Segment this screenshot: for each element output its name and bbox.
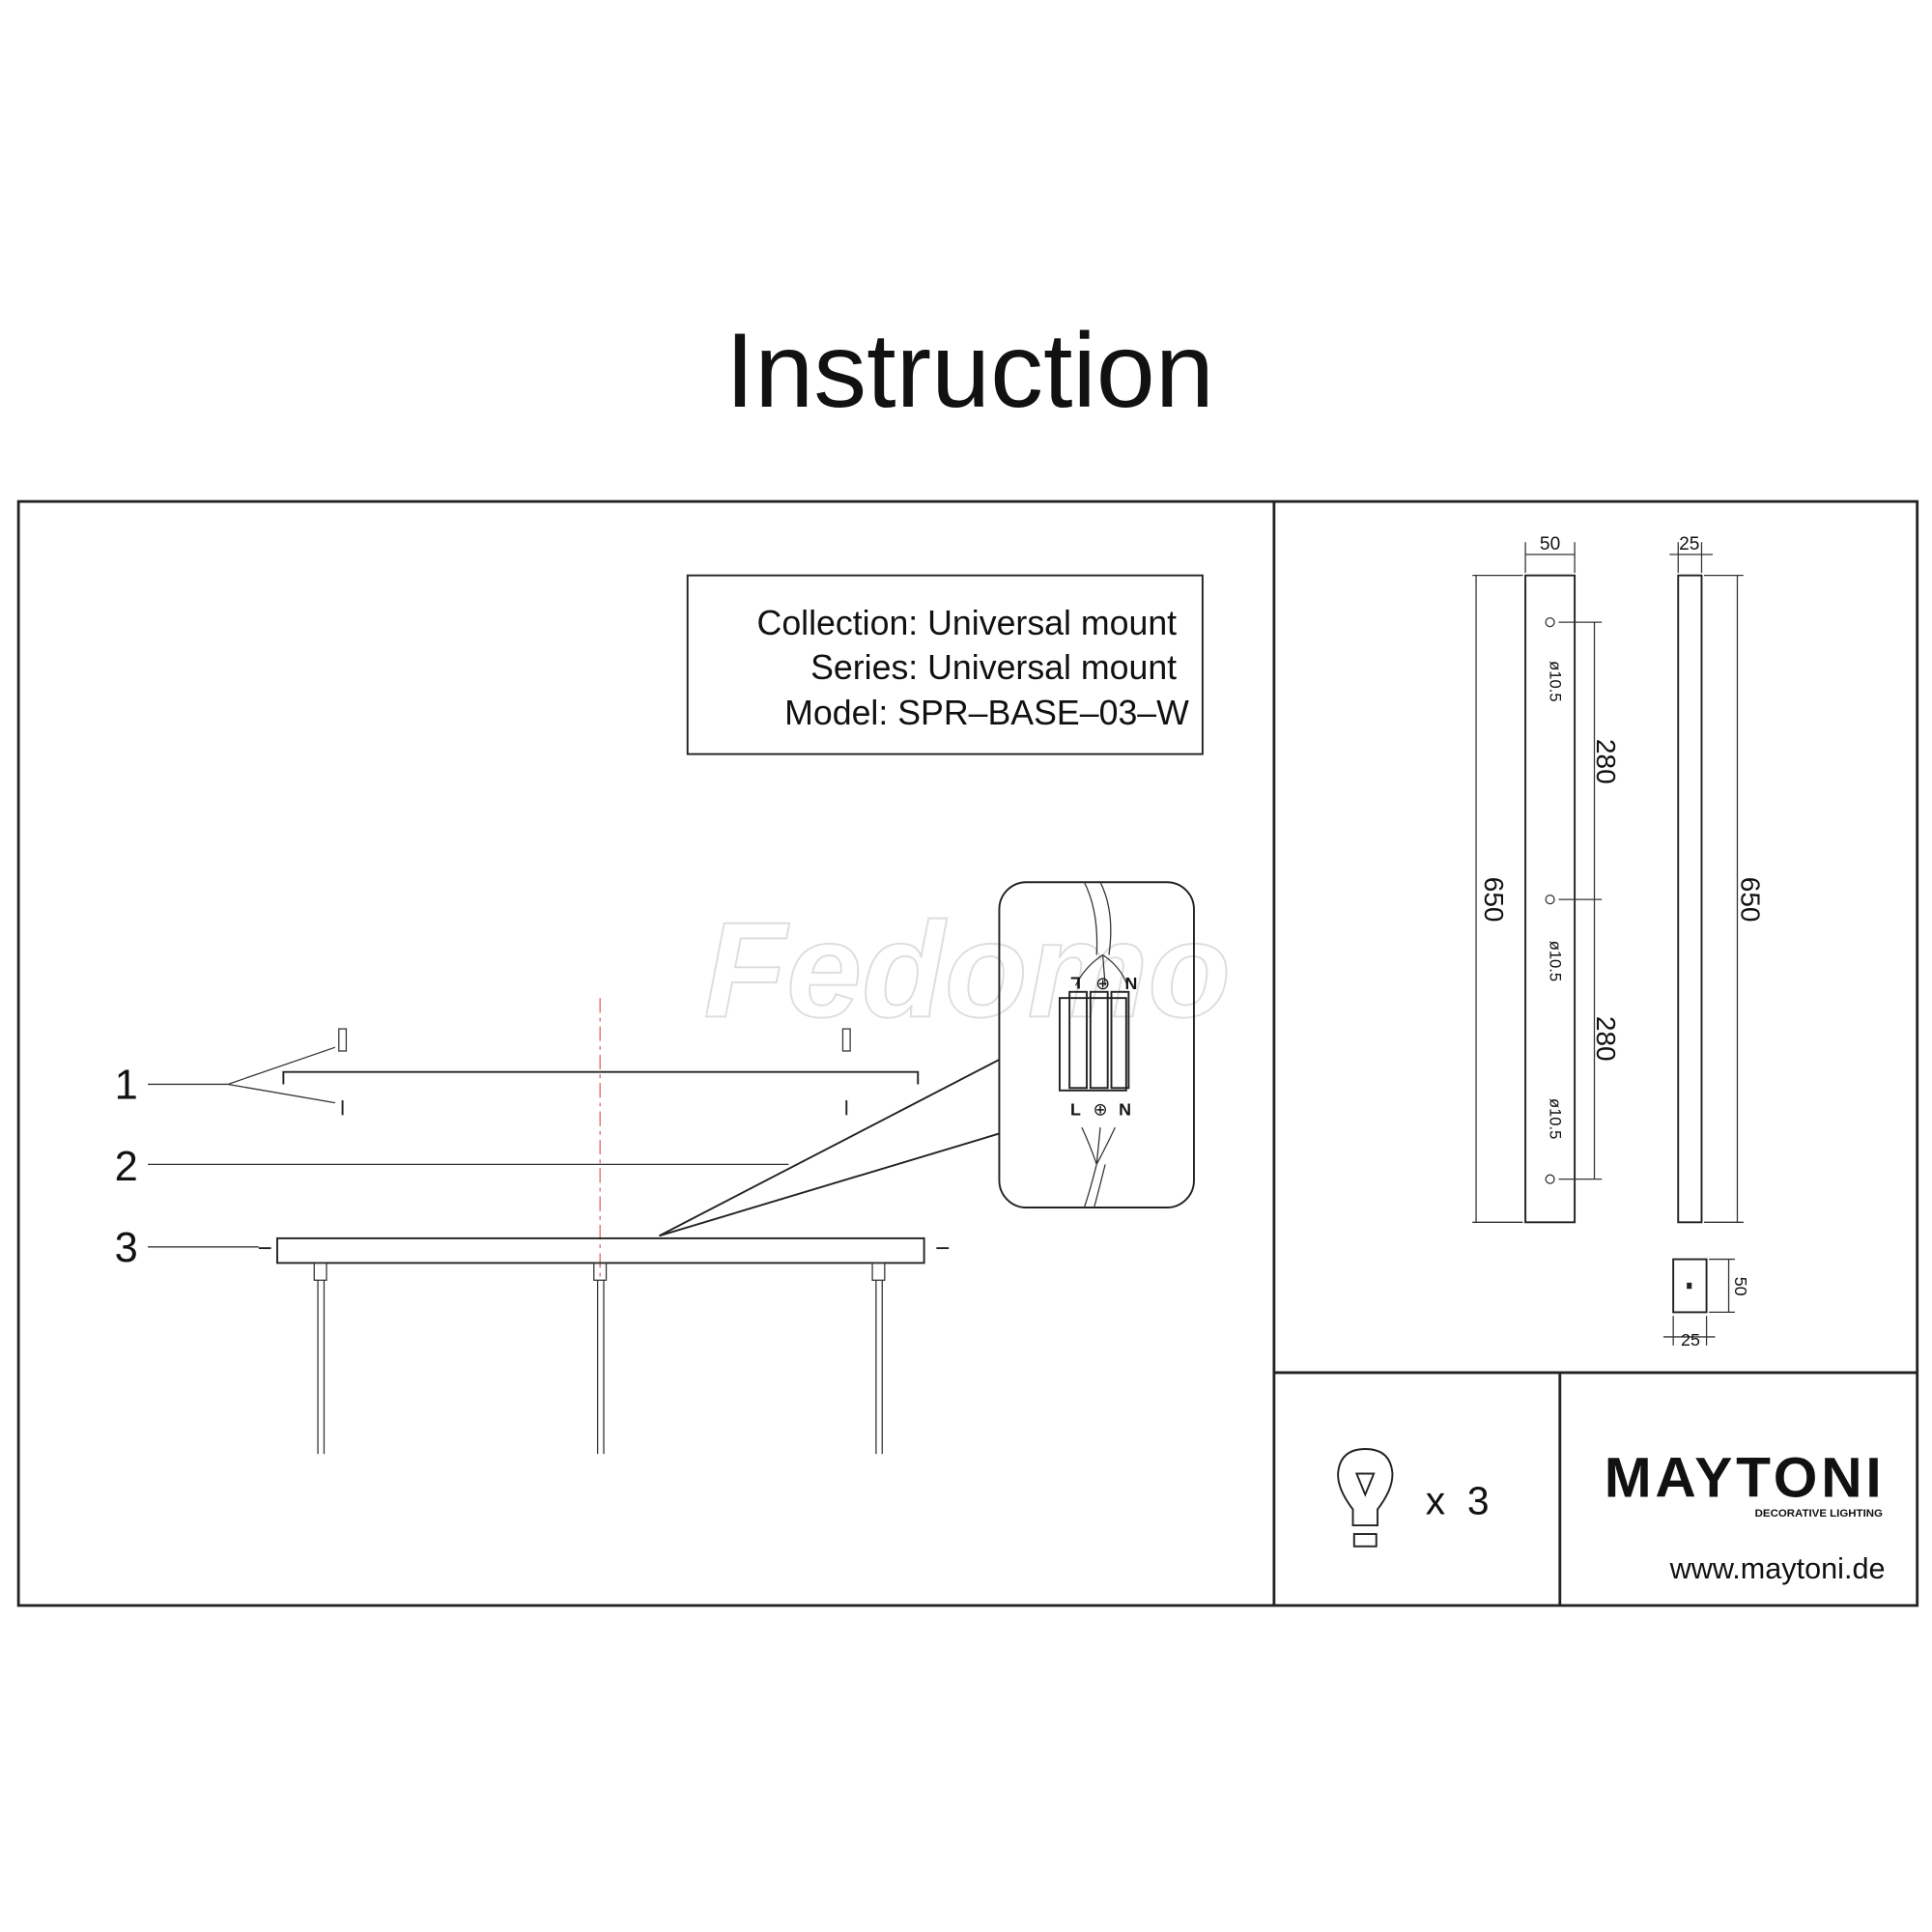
page-title: Instruction [725,312,1214,430]
terminal-block-detail: L ⊕ N L ⊕ N [998,881,1195,1208]
terminal-bottom-n: N [1119,1099,1131,1119]
dim-hole-2: ø10.5 [1547,941,1565,981]
dim-hole-1: ø10.5 [1547,661,1565,701]
outer-frame [16,499,1919,1607]
terminal-bottom-l: L [1070,1099,1081,1119]
part-label-2: 2 [115,1144,138,1190]
brand-block: MAYTONI DECORATIVE LIGHTING www.maytoni.… [1605,1447,1886,1585]
dim-spacing-1: 280 [1591,739,1621,784]
terminal-top-l: L [1070,973,1081,992]
info-box: Collection: Universal mount Series: Univ… [686,574,1204,755]
part-label-3: 3 [115,1225,138,1271]
dim-front-width: 50 [1540,534,1560,554]
bulb-count-label: x 3 [1426,1479,1490,1523]
dim-side-width: 25 [1679,534,1699,554]
brand-website: www.maytoni.de [1669,1552,1886,1585]
dim-length-side: 650 [1735,877,1765,923]
bulb-icon [1337,1448,1394,1548]
dimension-drawing: 50 650 280 280 ø10.5 ø10.5 ø10.5 25 650 … [1472,534,1765,1350]
dim-end-width: 25 [1681,1330,1700,1350]
dim-spacing-2: 280 [1591,1016,1621,1062]
collection-label: Collection: Universal mount [757,604,1178,642]
dim-hole-3: ø10.5 [1547,1098,1565,1139]
brand-tagline: DECORATIVE LIGHTING [1755,1508,1883,1520]
terminal-bottom-earth: ⊕ [1094,1099,1108,1119]
bulb-count: x 3 [1337,1448,1490,1548]
dim-end-height: 50 [1731,1277,1750,1296]
dim-length-front: 650 [1479,877,1509,923]
brand-logo: MAYTONI [1605,1447,1886,1510]
assembly-diagram: 1 2 3 L ⊕ N [115,881,1195,1455]
part-label-1: 1 [115,1063,138,1109]
model-label: Model: SPR–BASE–03–W [784,694,1189,732]
terminal-top-earth: ⊕ [1095,974,1110,993]
terminal-top-n: N [1124,974,1137,993]
series-label: Series: Universal mount [810,648,1177,687]
watermark: Fedomo [703,894,1231,1045]
